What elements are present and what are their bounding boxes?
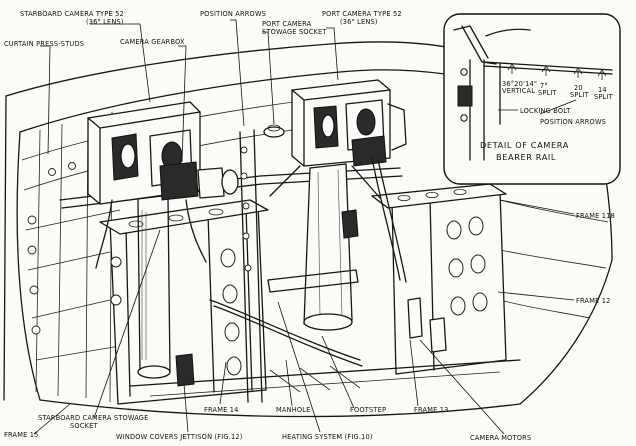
- frame-14-structure: [99, 199, 269, 405]
- detail-mark-2: 7°: [540, 82, 548, 90]
- detail-labels: 36°20'14" VERTICAL 7° SPLIT 20 SPLIT 14 …: [480, 80, 614, 162]
- label-port-stowage: PORT CAMERA: [262, 20, 312, 28]
- label-camera-motors: CAMERA MOTORS: [470, 434, 531, 442]
- label-frame-13: FRAME 13: [414, 406, 449, 414]
- leader-lines: [33, 19, 575, 435]
- detail-mark-3: 20: [574, 84, 583, 92]
- label-frame-12: FRAME 12: [576, 297, 611, 305]
- callout-labels: STARBOARD CAMERA TYPE 52 (36" LENS) CURT…: [4, 10, 615, 442]
- detail-mark-2-sub: SPLIT: [538, 89, 558, 97]
- label-footstep: FOOTSTEP: [350, 406, 386, 414]
- label-frame-118: FRAME 118: [576, 212, 615, 220]
- label-camera-gearbox: CAMERA GEARBOX: [120, 38, 185, 46]
- detail-mark-1: 36°20'14": [502, 80, 537, 88]
- label-curtain-press-studs: CURTAIN PRESS-STUDS: [4, 40, 84, 48]
- detail-mark-1-sub: VERTICAL: [502, 87, 535, 95]
- detail-mark-4: 14: [598, 86, 607, 94]
- label-port-camera: PORT CAMERA TYPE 52: [322, 10, 402, 18]
- label-heating-system: HEATING SYSTEM (FIG.10): [282, 433, 373, 441]
- ancillary-equipment: [175, 124, 447, 387]
- detail-position-arrows: POSITION ARROWS: [540, 118, 606, 126]
- detail-title-sub: BEARER RAIL: [496, 152, 556, 162]
- detail-title: DETAIL OF CAMERA: [480, 140, 569, 150]
- label-starboard-camera: STARBOARD CAMERA TYPE 52: [20, 10, 124, 18]
- label-position-arrows: POSITION ARROWS: [200, 10, 266, 18]
- label-starboard-stowage: STARBOARD CAMERA STOWAGE: [38, 414, 148, 422]
- label-starboard-stowage-socket: SOCKET: [70, 422, 98, 430]
- label-manhole: MANHOLE: [276, 406, 311, 414]
- detail-mark-4-sub: SPLIT: [594, 93, 614, 101]
- detail-locking-bolt: LOCKING BOLT: [520, 107, 571, 115]
- starboard-camera: [87, 101, 239, 379]
- label-port-stowage-socket: STOWAGE SOCKET: [262, 28, 327, 36]
- label-frame-14: FRAME 14: [204, 406, 239, 414]
- label-port-camera-lens: (36" LENS): [340, 18, 378, 26]
- label-starboard-camera-lens: (36" LENS): [86, 18, 124, 26]
- label-frame-15: FRAME 15: [4, 431, 39, 439]
- detail-inset: [443, 13, 621, 185]
- detail-mark-3-sub: SPLIT: [570, 91, 590, 99]
- fuselage-shell: [3, 41, 613, 418]
- label-window-covers: WINDOW COVERS JETTISON (FIG.12): [116, 433, 243, 441]
